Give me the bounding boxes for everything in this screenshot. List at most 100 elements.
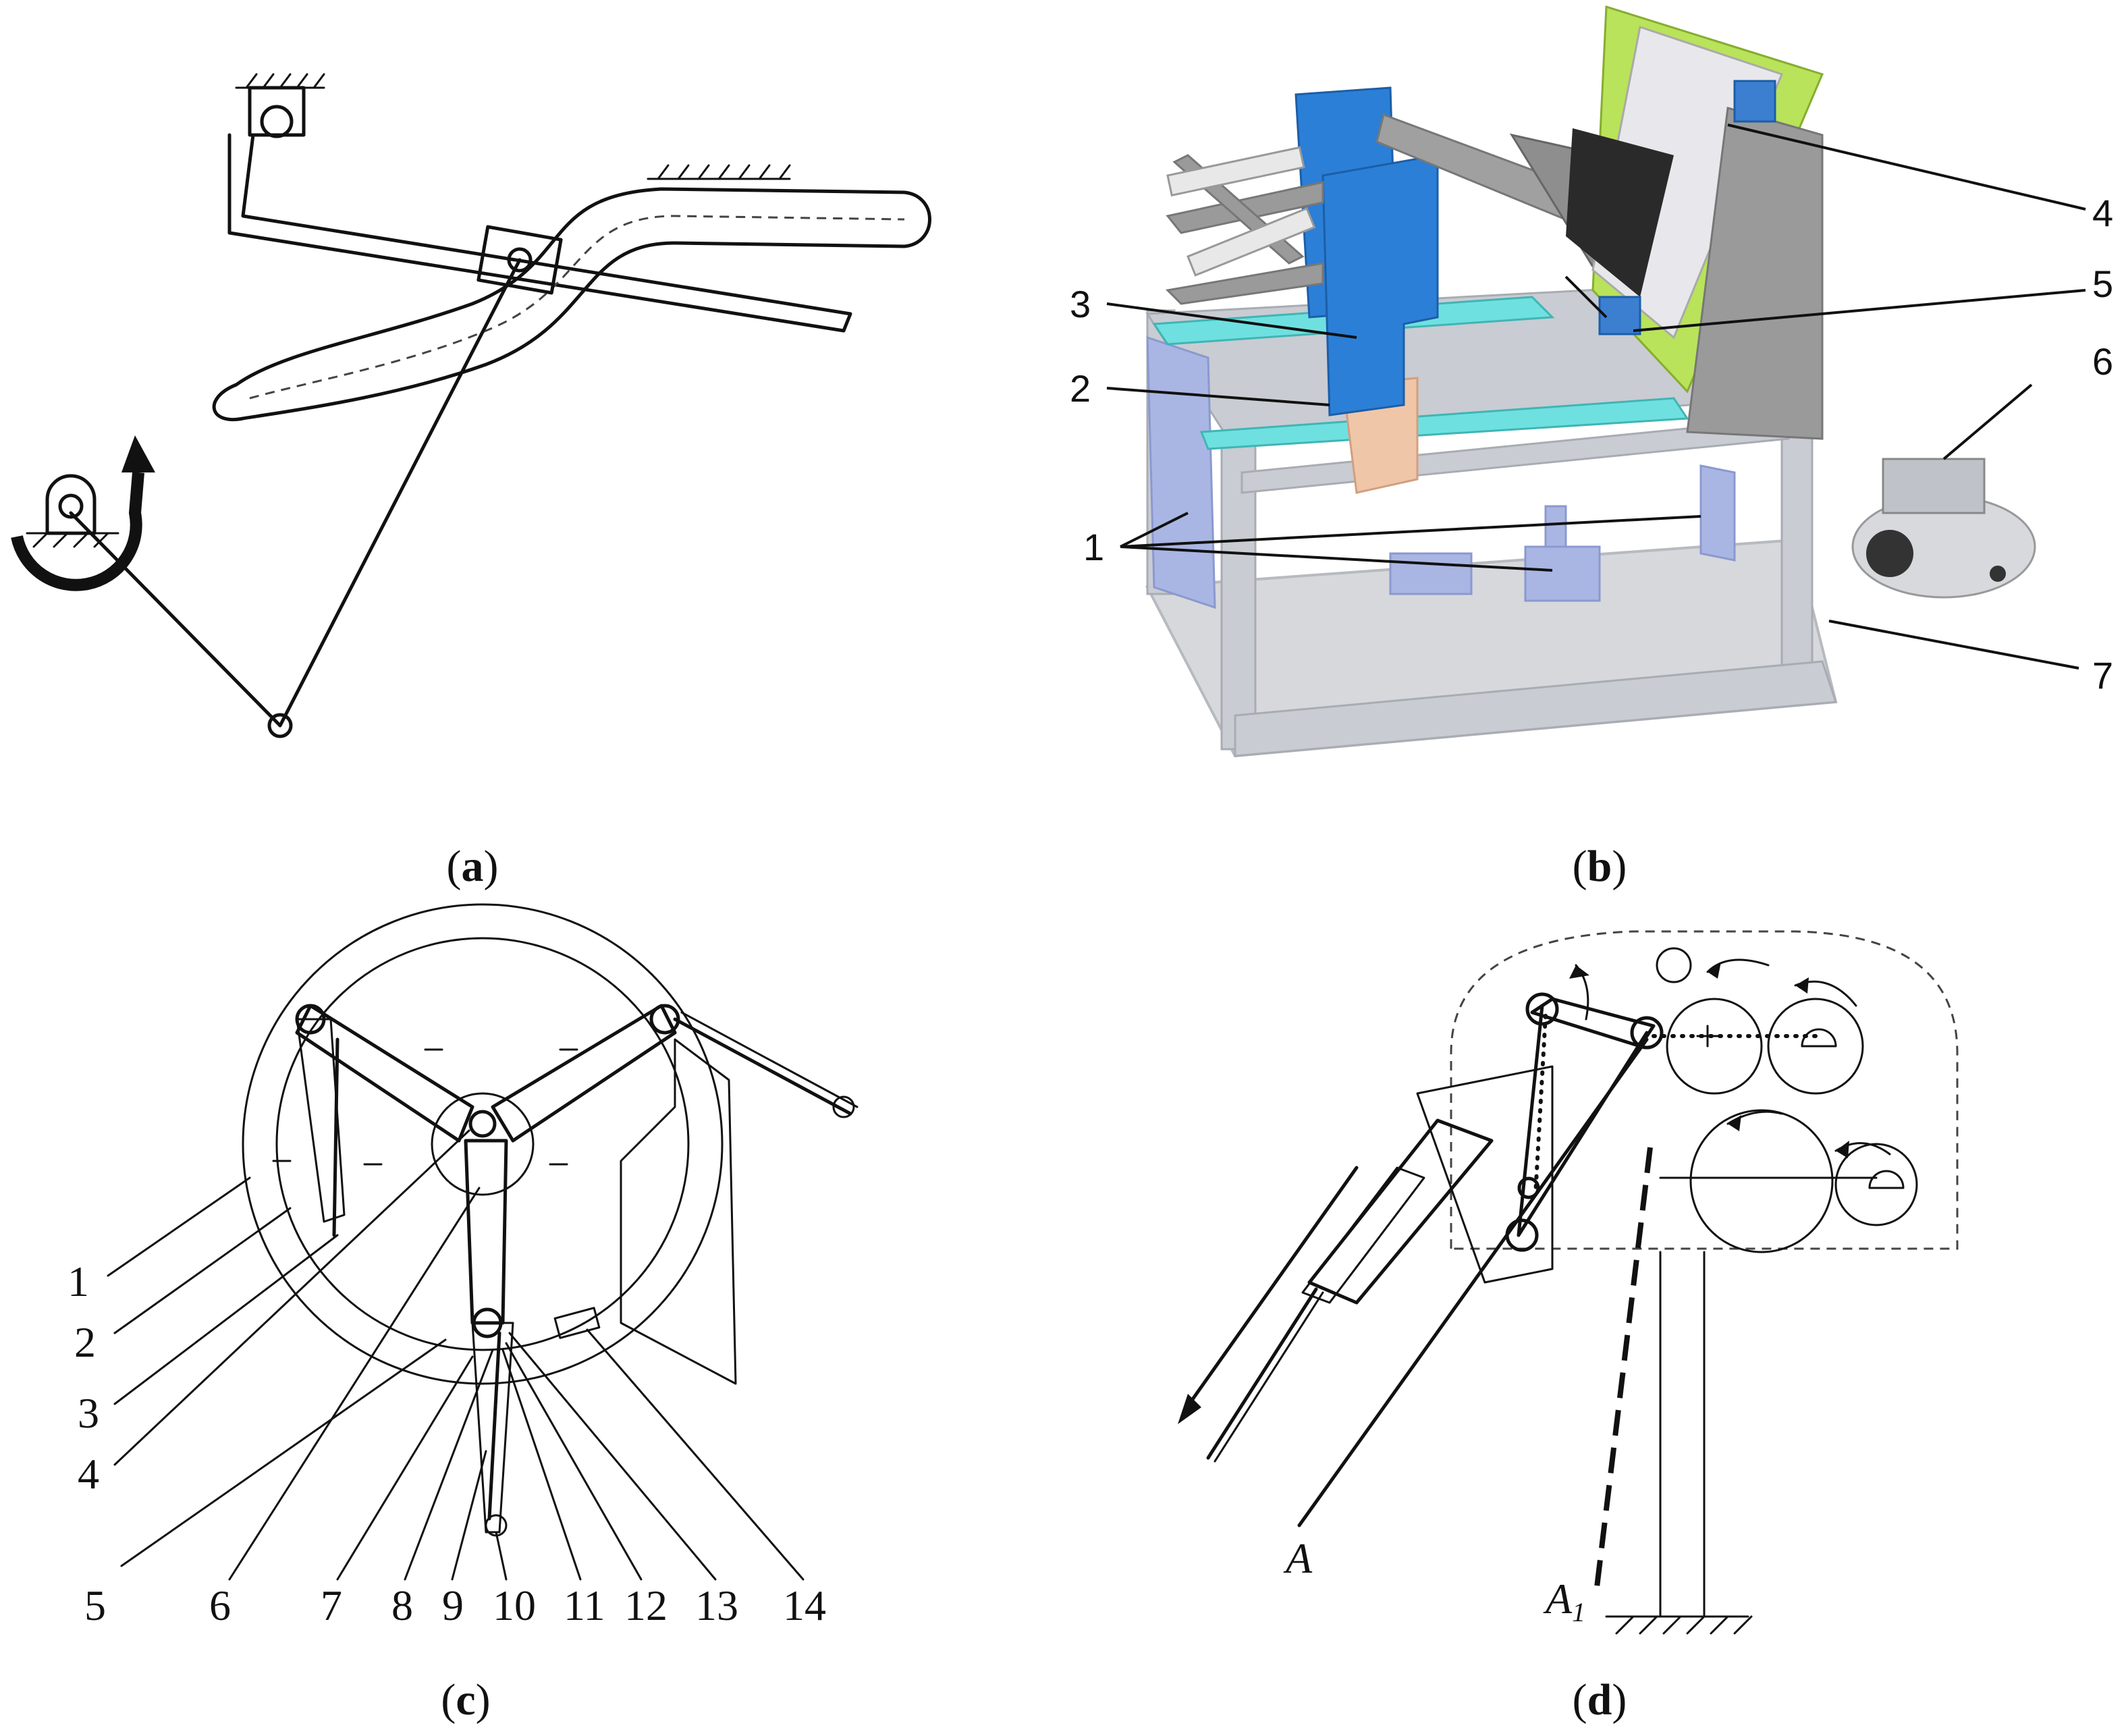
motion-arrow-line <box>1182 1166 1359 1413</box>
curved-slot-outer <box>212 187 931 421</box>
block-14 <box>553 1307 601 1339</box>
cylinder-inner <box>1301 1166 1425 1304</box>
crank-pivot-base <box>45 474 97 535</box>
pivot-roller-2 <box>1801 1028 1837 1048</box>
panel-d: A A1 (d) <box>1178 930 1959 1725</box>
arm-right <box>491 1004 677 1143</box>
plate-bottom <box>471 1322 514 1534</box>
rotation-arrow-head <box>121 435 155 472</box>
label-a1: A1 <box>1543 1575 1585 1627</box>
label-c-1: 1 <box>67 1257 89 1305</box>
link-top <box>1530 997 1656 1048</box>
label-b-6: 6 <box>2092 340 2113 383</box>
panel-b: 1 2 3 4 5 6 7 (b) <box>1070 5 2113 891</box>
wheel-outer-ring <box>242 903 724 1385</box>
label-c-7: 7 <box>321 1581 342 1629</box>
motion-arrow-head <box>1178 1394 1201 1424</box>
dark-slats <box>1566 128 1674 297</box>
crank-arm <box>69 511 282 728</box>
rod-joint-bottom <box>267 713 293 738</box>
caption-a: (a) <box>447 842 499 891</box>
cylinders-left <box>1166 146 1316 277</box>
spring-left <box>332 1037 339 1237</box>
label-b-3: 3 <box>1070 283 1091 325</box>
caption-c: (c) <box>441 1675 490 1725</box>
roller-4 <box>1834 1143 1918 1226</box>
pivot-roller-4 <box>1868 1170 1905 1189</box>
extension-arm <box>673 1017 852 1116</box>
panel-a: (a) <box>11 73 931 891</box>
slider-block <box>476 225 563 295</box>
label-b-7: 7 <box>2092 654 2113 697</box>
l-arm <box>227 133 852 333</box>
piston-rod <box>1206 1287 1318 1460</box>
roller-2 <box>1767 998 1864 1095</box>
arm-left <box>295 1004 474 1143</box>
label-c-12: 12 <box>624 1581 667 1629</box>
piston-rod-2 <box>1214 1291 1324 1463</box>
joint-d-mid <box>1517 1176 1540 1199</box>
label-b-4: 4 <box>2092 192 2113 234</box>
plate-left <box>296 1018 346 1223</box>
label-b-5: 5 <box>2092 263 2113 305</box>
rail-lower <box>1199 397 1689 450</box>
panel-c: 1 2 3 4 5 6 7 8 9 10 11 12 13 14 (c) <box>67 903 858 1725</box>
label-c-10: 10 <box>493 1581 536 1629</box>
caption-b: (b) <box>1573 842 1627 891</box>
caption-d: (d) <box>1573 1675 1627 1725</box>
extension-arm-2 <box>680 1011 858 1108</box>
spring-bottom <box>487 1331 501 1521</box>
slider-joint <box>507 247 533 273</box>
floor-fixtures <box>1389 505 1601 602</box>
wheel-slots <box>272 1048 578 1166</box>
leaders-c <box>107 1129 805 1581</box>
leaders-b <box>1106 124 2086 670</box>
label-b-1: 1 <box>1083 526 1104 568</box>
curved-slot-centerline <box>249 215 905 400</box>
label-c-13: 13 <box>695 1581 738 1629</box>
connecting-rod <box>278 258 522 728</box>
arm-down <box>464 1139 508 1325</box>
plate-right <box>620 1038 737 1385</box>
rotation-arrow-body <box>11 472 144 591</box>
line-a1 <box>1593 1147 1653 1594</box>
label-a: A <box>1283 1534 1313 1582</box>
joint-d-right <box>1630 1016 1664 1050</box>
pivot-joint-top <box>260 105 294 138</box>
label-c-9: 9 <box>442 1581 464 1629</box>
ground-hatch-d <box>1605 1615 1753 1635</box>
line-a <box>1297 1037 1649 1527</box>
ground-hatch-right <box>647 164 791 180</box>
hydraulic-cylinder <box>1307 1118 1494 1305</box>
joint-d-top <box>1525 992 1559 1026</box>
label-c-6: 6 <box>209 1581 231 1629</box>
hub-disc <box>431 1092 535 1196</box>
side-panel-left <box>1146 335 1216 609</box>
motor-top <box>1733 80 1776 123</box>
label-c-4: 4 <box>78 1450 99 1498</box>
ground-hatch-top-left <box>235 73 325 89</box>
label-c-11: 11 <box>564 1581 605 1629</box>
pivot-block-top <box>248 86 306 137</box>
label-b-2: 2 <box>1070 367 1091 410</box>
joint-d-bottom <box>1505 1218 1539 1252</box>
label-c-5: 5 <box>84 1581 106 1629</box>
label-c-14: 14 <box>783 1581 826 1629</box>
air-compressor <box>1851 458 2036 599</box>
dotted-link <box>1533 1014 1548 1197</box>
bracket-plate <box>1416 1065 1554 1284</box>
roller-1 <box>1666 998 1763 1095</box>
label-c-3: 3 <box>78 1389 99 1437</box>
roller-3 <box>1689 1109 1834 1253</box>
ground-hatch-crank <box>26 532 119 548</box>
wheel-inner-ring <box>275 937 690 1351</box>
label-c-2: 2 <box>74 1318 96 1366</box>
extension-roller <box>832 1095 855 1118</box>
roller-small-top <box>1656 947 1692 983</box>
housing-outline <box>1450 930 1959 1250</box>
hub-pin <box>468 1110 497 1138</box>
side-panel-right <box>1699 464 1736 562</box>
arrow-heads-d <box>1569 962 1849 1158</box>
